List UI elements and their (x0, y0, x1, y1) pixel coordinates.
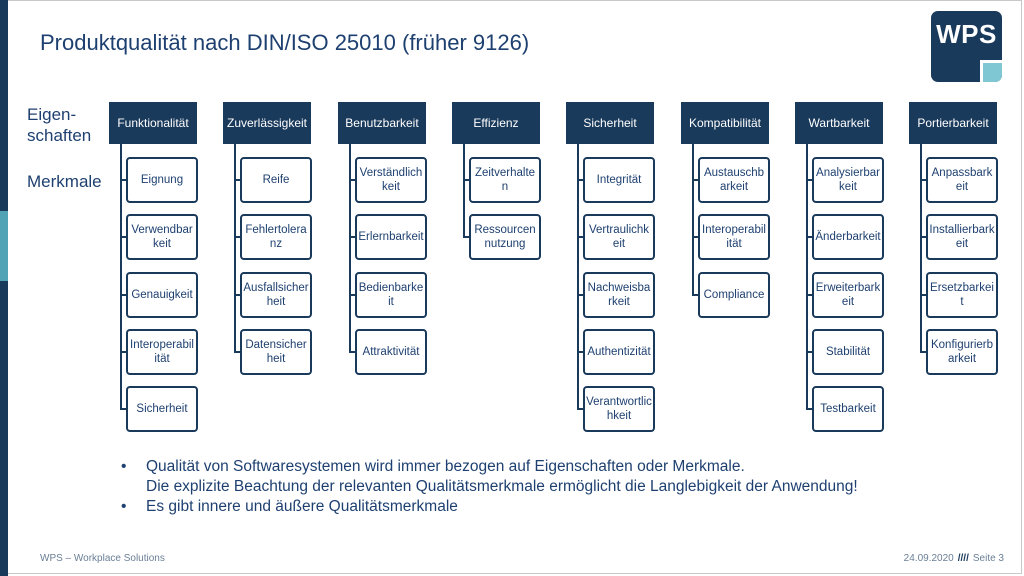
tree-connector-horizontal (577, 351, 583, 353)
tree-connector-horizontal (120, 408, 126, 410)
characteristic-box: Compliance (698, 272, 770, 318)
tree-connector-vertical (692, 144, 694, 296)
bullet-list: Qualität von Softwaresystemen wird immer… (118, 457, 918, 517)
tree-connector-horizontal (806, 236, 812, 238)
logo-text: WPS (936, 19, 997, 49)
characteristic-box: Stabilität (812, 329, 884, 375)
characteristic-box: Authentizität (583, 329, 655, 375)
characteristic-box: Attraktivität (355, 329, 427, 375)
tree-connector-horizontal (234, 294, 240, 296)
characteristic-box: Testbarkeit (812, 386, 884, 432)
property-box: Kompatibilität (681, 102, 769, 144)
tree-connector-horizontal (349, 179, 355, 181)
characteristic-box: Bedienbarkeit (355, 272, 427, 318)
tree-connector-vertical (806, 144, 808, 410)
tree-connector-horizontal (806, 294, 812, 296)
footer-date: 24.09.2020 (903, 553, 954, 564)
footer-meta: 24.09.2020////Seite 3 (904, 553, 1004, 564)
wps-logo: WPS (931, 11, 1002, 82)
tree-connector-horizontal (349, 294, 355, 296)
tree-connector-horizontal (349, 351, 355, 353)
characteristic-box: Interoperabilität (698, 214, 770, 260)
tree-connector-horizontal (806, 351, 812, 353)
property-box: Effizienz (452, 102, 540, 144)
slide-title: Produktqualität nach DIN/ISO 25010 (früh… (40, 30, 530, 55)
tree-connector-vertical (349, 144, 351, 353)
row-label-characteristics: Merkmale (27, 172, 102, 191)
characteristic-box: Reife (240, 157, 312, 203)
characteristic-box: Erweiterbarkeit (812, 272, 884, 318)
tree-connector-horizontal (577, 236, 583, 238)
property-box: Wartbarkeit (795, 102, 883, 144)
footer-separator: //// (957, 553, 969, 564)
property-box: Sicherheit (566, 102, 654, 144)
tree-connector-horizontal (692, 236, 698, 238)
characteristic-box: Genauigkeit (126, 272, 198, 318)
characteristic-box: Austauschbarkeit (698, 157, 770, 203)
tree-connector-horizontal (920, 351, 926, 353)
tree-connector-horizontal (577, 179, 583, 181)
bullet-item: Qualität von Softwaresystemen wird immer… (118, 457, 918, 497)
tree-connector-horizontal (234, 179, 240, 181)
tree-connector-horizontal (463, 179, 469, 181)
tree-connector-horizontal (349, 236, 355, 238)
tree-connector-horizontal (120, 294, 126, 296)
characteristic-box: Verwendbarkeit (126, 214, 198, 260)
characteristic-box: Verantwortlichkeit (583, 386, 655, 432)
tree-connector-vertical (577, 144, 579, 410)
property-box: Zuverlässigkeit (223, 102, 311, 144)
tree-connector-horizontal (920, 294, 926, 296)
characteristic-box: Fehlertoleranz (240, 214, 312, 260)
left-edge-bar (0, 0, 8, 576)
logo-square-icon (980, 60, 1002, 82)
tree-connector-vertical (463, 144, 465, 238)
characteristic-box: Eignung (126, 157, 198, 203)
property-box: Benutzbarkeit (338, 102, 426, 144)
footer-company: WPS – Workplace Solutions (40, 553, 165, 564)
property-box: Portierbarkeit (909, 102, 997, 144)
characteristic-box: Vertraulichkeit (583, 214, 655, 260)
characteristic-box: Datensicherheit (240, 329, 312, 375)
characteristic-box: Sicherheit (126, 386, 198, 432)
tree-connector-horizontal (577, 408, 583, 410)
tree-connector-horizontal (920, 236, 926, 238)
characteristic-box: Erlernbarkeit (355, 214, 427, 260)
bullet-item: Es gibt innere und äußere Qualitätsmerkm… (118, 497, 918, 517)
characteristic-box: Interoperabilität (126, 329, 198, 375)
tree-connector-horizontal (120, 179, 126, 181)
characteristic-box: Anpassbarkeit (926, 157, 998, 203)
tree-connector-horizontal (920, 179, 926, 181)
tree-connector-horizontal (234, 351, 240, 353)
tree-connector-horizontal (692, 179, 698, 181)
footer-page: Seite 3 (972, 553, 1004, 564)
left-edge-accent (0, 211, 8, 281)
tree-connector-horizontal (806, 408, 812, 410)
characteristic-box: Installierbarkeit (926, 214, 998, 260)
tree-connector-vertical (234, 144, 236, 353)
characteristic-box: Änderbarkeit (812, 214, 884, 260)
row-label-properties: Eigen- schaften (27, 105, 92, 145)
tree-connector-horizontal (463, 236, 469, 238)
characteristic-box: Ressourcennutzung (469, 214, 541, 260)
characteristic-box: Zeitverhalten (469, 157, 541, 203)
tree-connector-horizontal (577, 294, 583, 296)
tree-connector-vertical (120, 144, 122, 410)
characteristic-box: Integrität (583, 157, 655, 203)
tree-connector-horizontal (692, 294, 698, 296)
tree-connector-horizontal (234, 236, 240, 238)
characteristic-box: Ersetzbarkeit (926, 272, 998, 318)
characteristic-box: Nachweisbarkeit (583, 272, 655, 318)
tree-connector-horizontal (120, 236, 126, 238)
tree-connector-vertical (920, 144, 922, 353)
tree-connector-horizontal (120, 351, 126, 353)
characteristic-box: Verständlichkeit (355, 157, 427, 203)
property-box: Funktionalität (109, 102, 197, 144)
characteristic-box: Analysierbarkeit (812, 157, 884, 203)
tree-connector-horizontal (806, 179, 812, 181)
characteristic-box: Konfigurierbarkeit (926, 329, 998, 375)
characteristic-box: Ausfallsicherheit (240, 272, 312, 318)
